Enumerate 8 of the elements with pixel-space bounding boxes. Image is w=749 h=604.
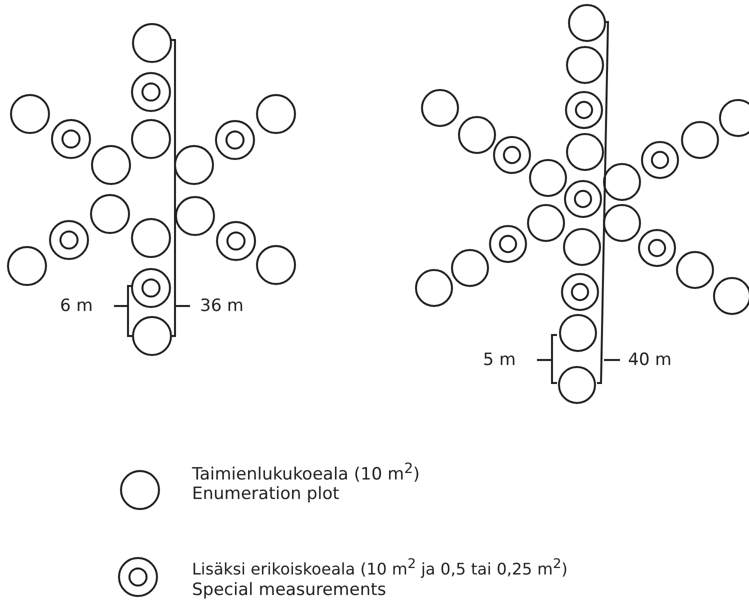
dimension-label: 6 m [60, 296, 93, 316]
legend-text: Enumeration plot [192, 484, 340, 504]
dimension-label: 36 m [200, 296, 244, 316]
legend-text: Taimienlukukoeala (10 m$^{2}$) [192, 460, 420, 485]
dimension-label: 40 m [628, 350, 672, 370]
dimension-label: 5 m [483, 350, 516, 370]
legend-text: Special measurements [192, 580, 386, 600]
legend-text: Lisäksi erikoiskoeala (10 m$^{2}$ ja 0,5 tai 0,25 m$^{2}$) [192, 556, 568, 580]
